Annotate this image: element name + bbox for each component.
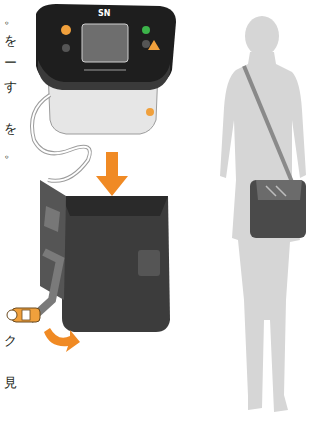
worn-bag [250,180,306,238]
text-fragment: ー [4,56,17,69]
text-fragment: 見 [4,376,17,389]
person-silhouette [220,16,306,412]
bag-strap [244,66,292,182]
insert-arrow [96,152,128,196]
turn-arrow [44,328,80,352]
device-top [36,4,176,90]
text-fragment: 。 [4,146,17,159]
text-fragment: 。 [4,12,17,25]
tube-connector [7,308,40,322]
brand-logo: SN [98,10,110,18]
text-fragment: ク [4,334,17,347]
text-fragment: す [4,80,17,93]
text-fragment: を [4,34,17,47]
text-fragment: を [4,122,17,135]
tube [32,95,90,181]
carry-bag [30,180,170,332]
